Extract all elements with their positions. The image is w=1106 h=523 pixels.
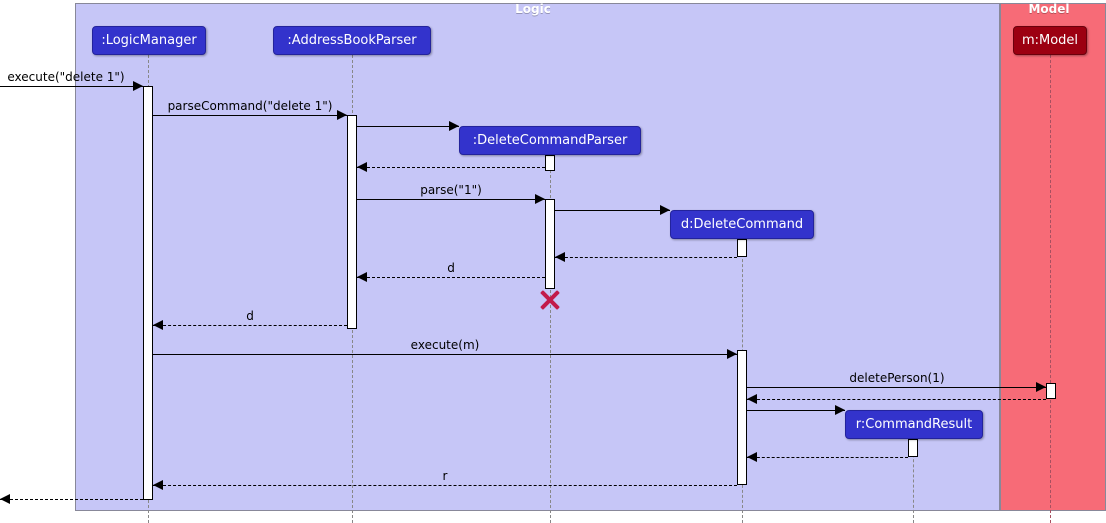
message-line-m7 bbox=[555, 257, 737, 258]
group-title-model: Model bbox=[1028, 2, 1070, 16]
message-arrowhead-m10 bbox=[727, 349, 737, 359]
message-arrowhead-m5 bbox=[535, 194, 545, 204]
message-label-m11: deletePerson(1) bbox=[849, 371, 945, 385]
message-line-m10 bbox=[153, 354, 737, 355]
participant-logicManager[interactable]: :LogicManager bbox=[92, 26, 206, 55]
message-label-m9: d bbox=[246, 309, 254, 323]
lifeline-model bbox=[1050, 55, 1051, 523]
activation-bar-act-logicManager bbox=[143, 86, 153, 500]
participant-deleteCommand[interactable]: d:DeleteCommand bbox=[670, 210, 814, 239]
message-arrowhead-m3 bbox=[449, 121, 459, 131]
message-arrowhead-m15 bbox=[153, 480, 163, 490]
message-label-m8: d bbox=[447, 261, 455, 275]
message-line-m2 bbox=[153, 115, 347, 116]
message-line-m12 bbox=[747, 399, 1046, 400]
message-line-m4 bbox=[357, 167, 545, 168]
activation-bar-act-deleteCommand-create bbox=[737, 239, 747, 257]
message-line-m1 bbox=[0, 86, 143, 87]
message-line-m13 bbox=[747, 410, 845, 411]
message-arrowhead-m8 bbox=[357, 272, 367, 282]
group-title-logic: Logic bbox=[515, 2, 551, 16]
activation-bar-act-commandResult bbox=[908, 439, 918, 457]
message-arrowhead-m13 bbox=[835, 405, 845, 415]
message-arrowhead-m6 bbox=[660, 205, 670, 215]
message-line-m15 bbox=[153, 485, 737, 486]
message-label-m1: execute("delete 1") bbox=[7, 70, 125, 84]
message-arrowhead-m2 bbox=[337, 110, 347, 120]
message-label-m10: execute(m) bbox=[410, 338, 480, 352]
participant-deleteCommandParser[interactable]: :DeleteCommandParser bbox=[459, 126, 641, 155]
message-arrowhead-m11 bbox=[1036, 382, 1046, 392]
message-label-m15: r bbox=[442, 469, 448, 483]
lifeline-deleteCommandParser bbox=[550, 155, 551, 523]
activation-bar-act-model bbox=[1046, 383, 1056, 399]
group-box-model bbox=[1000, 3, 1106, 511]
participant-commandResult[interactable]: r:CommandResult bbox=[845, 410, 983, 439]
message-line-m8 bbox=[357, 277, 545, 278]
activation-bar-act-deleteCommandParser-parse bbox=[545, 199, 555, 289]
activation-bar-act-deleteCommand-exec bbox=[737, 350, 747, 485]
message-line-m14 bbox=[747, 457, 908, 458]
message-label-m5: parse("1") bbox=[420, 183, 482, 197]
message-arrowhead-m7 bbox=[555, 252, 565, 262]
message-arrowhead-m16 bbox=[0, 494, 10, 504]
message-arrowhead-m1 bbox=[133, 81, 143, 91]
message-arrowhead-m4 bbox=[357, 162, 367, 172]
message-arrowhead-m9 bbox=[153, 320, 163, 330]
lifeline-commandResult bbox=[913, 439, 914, 523]
message-line-m6 bbox=[555, 210, 670, 211]
participant-addressBookParser[interactable]: :AddressBookParser bbox=[273, 26, 431, 55]
message-line-m16 bbox=[0, 499, 143, 500]
destroy-marker-deleteCommandParser bbox=[538, 288, 562, 312]
message-line-m3 bbox=[357, 126, 459, 127]
activation-bar-act-deleteCommandParser-create bbox=[545, 155, 555, 171]
participant-model[interactable]: m:Model bbox=[1013, 26, 1087, 55]
message-line-m9 bbox=[153, 325, 347, 326]
activation-bar-act-addressBookParser bbox=[347, 115, 357, 329]
message-arrowhead-m12 bbox=[747, 394, 757, 404]
message-line-m11 bbox=[747, 387, 1046, 388]
message-line-m5 bbox=[357, 199, 545, 200]
message-label-m2: parseCommand("delete 1") bbox=[167, 99, 333, 113]
message-arrowhead-m14 bbox=[747, 452, 757, 462]
